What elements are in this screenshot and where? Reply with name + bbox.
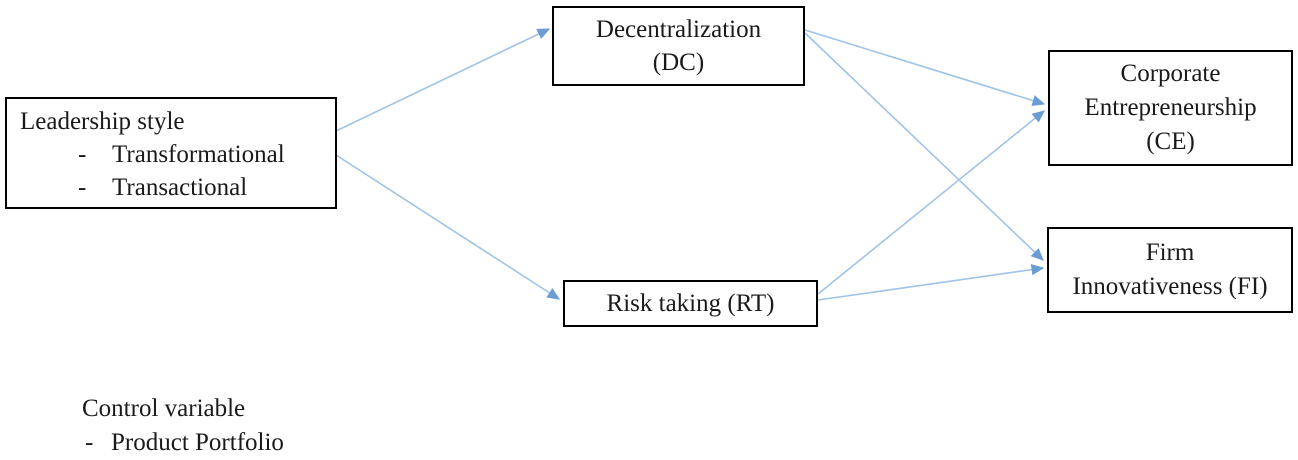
arrow-dc-to-fi <box>804 32 1044 261</box>
arrow-rt-to-fi <box>817 264 1045 301</box>
bullet-dash: - <box>85 429 94 456</box>
node-corporate-entrepreneurship: Corporate Entrepreneurship (CE) <box>1048 50 1293 166</box>
leadership-bullet-transformational: - Transformational <box>20 138 325 171</box>
node-label-line: Risk taking (RT) <box>606 290 775 317</box>
leadership-bullet-transactional: - Transactional <box>20 171 325 204</box>
control-variable-note: Control variable - Product Portfolio <box>82 392 284 460</box>
node-decentralization: Decentralization (DC) <box>552 6 805 86</box>
arrow-leadership-to-dc <box>335 28 551 132</box>
bullet-label: Product Portfolio <box>111 429 284 456</box>
arrow-dc-to-ce <box>804 29 1046 106</box>
node-label-line: Entrepreneurship <box>1084 94 1257 121</box>
node-label-line: (DC) <box>652 49 705 76</box>
bullet-label: Transformational <box>112 141 285 168</box>
node-label-line: Innovativeness (FI) <box>1072 273 1268 300</box>
bullet-label: Transactional <box>112 174 248 201</box>
node-label-line: (CE) <box>1146 128 1195 155</box>
node-label-line: Corporate <box>1120 60 1221 87</box>
bullet-dash: - <box>78 141 87 168</box>
control-variable-item: - Product Portfolio <box>82 426 284 460</box>
bullet-dash: - <box>78 174 87 201</box>
node-leadership-style: Leadership style - Transformational - Tr… <box>5 97 337 209</box>
node-risk-taking: Risk taking (RT) <box>563 280 818 327</box>
leadership-title: Leadership style <box>20 108 185 135</box>
arrow-leadership-to-rt <box>335 154 561 300</box>
control-variable-title: Control variable <box>82 395 246 422</box>
node-firm-innovativeness: Firm Innovativeness (FI) <box>1047 227 1293 313</box>
node-label-line: Decentralization <box>595 16 762 43</box>
arrow-rt-to-ce <box>817 110 1045 295</box>
node-label-line: Firm <box>1145 239 1195 266</box>
